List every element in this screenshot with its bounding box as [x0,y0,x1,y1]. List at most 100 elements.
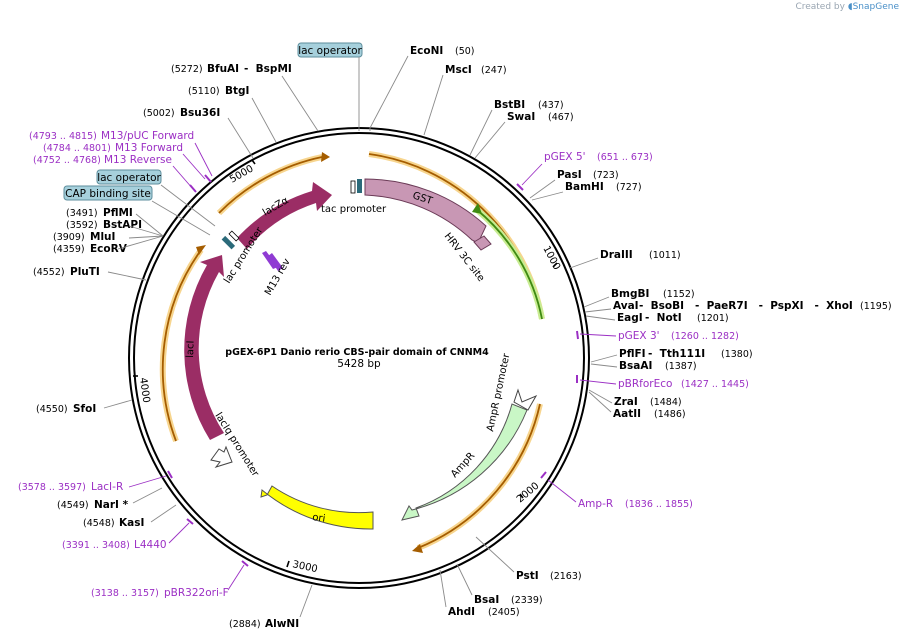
enzyme-ahdi[interactable]: AhdI (2405) [439,569,520,618]
enzyme-avai-name: AvaI [613,300,639,312]
primer-laci-r[interactable]: (3578 .. 3597) LacI-R [18,470,173,493]
primer-amp-r-name: Amp-R [578,498,613,510]
orf-arc-ampr-core [417,403,541,549]
orf-arrowheads [196,152,482,553]
enzyme-aatii[interactable]: AatII (1486) [588,391,686,420]
primer-amp-r[interactable]: Amp-R (1836 .. 1855) [540,471,693,510]
tac-promoter-mark [357,179,362,193]
enzyme-zrai-name: ZraI [614,396,638,408]
primer-m13-puc-forward-name: M13/pUC Forward [101,130,194,142]
primer-pgex-5-mark [516,183,524,191]
enzyme-psti[interactable]: PstI (2163) [475,536,582,582]
primer-pbr322ori-f[interactable]: (3138 .. 3157) pBR322ori-F [91,560,249,599]
enzyme-swai[interactable]: SwaI (467) [474,111,574,159]
primer-amp-r-mark [540,471,547,479]
enzyme-mlui[interactable]: (4550) SfoI [36,399,133,415]
primer-pbrforeco[interactable]: pBRforEco (1427 .. 1445) [576,375,749,390]
enzyme-ecorv[interactable]: (4552) PluTI [33,266,147,281]
enzyme-pasi-name: PasI [557,169,582,181]
feature-laci[interactable]: lacI [184,255,224,440]
primer-m13-forward-pos: (4784 .. 4801) [43,143,111,154]
tick-3000-label: 3000 [291,559,318,575]
enzyme-swai-name: SwaI [507,111,535,123]
enzyme-bsu36i[interactable]: (5002) Bsu36I [143,107,254,159]
enzyme-pflfi-pos: (1380) [721,349,753,360]
enzyme-pasi[interactable]: PasI (723) [529,169,619,199]
primer-m13-reverse[interactable]: (4752 .. 4768) M13 Reverse [33,154,197,193]
enzyme-bfuai-name: BfuAI [207,63,239,75]
enzyme-draiii[interactable]: DraIII (1011) [569,249,681,269]
plasmid-name: pGEX-6P1 Danio rerio CBS-pair domain of … [225,347,489,358]
primer-pgex-5[interactable]: pGEX 5' (651 .. 673) [516,151,653,191]
enzyme-pluti-pos: (3491) [66,208,98,219]
feature-ori-shape [260,485,374,530]
enzyme-avai-group[interactable]: AvaI - BsoBI - PaeR7I - PspXI - XhoI (11… [584,300,892,313]
enzyme-pluti[interactable]: (3491) PflMI [66,207,164,237]
enzyme-pflfi-tth[interactable]: PflFI - Tth111I (1380) [590,348,753,363]
tick-2000 [519,493,524,499]
primer-m13-forward-name: M13 Forward [115,142,183,154]
orf-arrowhead-green [472,203,482,214]
primer-pbr322ori-f-mark [241,560,249,567]
primer-l4440[interactable]: (3391 .. 3408) L4440 [62,518,194,551]
enzyme-bstbi-pos: (437) [538,100,564,111]
enzyme-eagi-noti[interactable]: EagI - NotI (1201) [585,312,729,324]
enzyme-ahdi-name: AhdI [448,606,475,618]
enzyme-bstapi[interactable]: (4549) NarI * [57,487,163,511]
enzyme-ahdi-pos: (2405) [488,607,520,618]
feature-ampr-shape [401,403,528,521]
tick-3000 [286,560,290,568]
feature-laczalpha-shape [237,182,332,249]
feature-ampr[interactable]: AmpR [401,403,528,521]
enzyme-bamhi[interactable]: BamHI (727) [531,181,642,201]
enzyme-zrai-pos: (1484) [650,397,682,408]
primer-l4440-name: L4440 [134,539,167,551]
enzyme-bsai[interactable]: BsaI (2339) [456,563,543,606]
credit-prefix: Created by [795,2,845,12]
primer-pgex-3-name: pGEX 3' [618,330,660,342]
enzyme-msci[interactable]: MscI (247) [423,64,507,136]
enzyme-mlui-pos: (4550) [36,404,68,415]
enzyme-btgi[interactable]: (5110) BtgI [188,85,277,143]
primer-pbr322ori-f-pos: (3138 .. 3157) [91,588,159,599]
enzyme-sfoi[interactable]: (3592) BstAPI [66,219,164,237]
enzyme-ecorv-name: PluTI [70,266,100,278]
enzyme-aatii-pos: (1486) [654,409,686,420]
snapgene-credit: Created by ◖SnapGene [795,2,899,12]
enzyme-mlui-name: SfoI [73,403,96,415]
enzyme-pasi-pos: (723) [593,170,619,181]
enzyme-eagi-extra: - NotI [645,312,682,324]
enzyme-bsaai[interactable]: BsaAI (1387) [590,360,697,372]
primer-m13-forward[interactable]: (4784 .. 4801) M13 Forward [43,142,206,180]
primer-pbrforeco-name: pBRforEco [618,378,672,390]
enzyme-bsaai-name: BsaAI [619,360,652,372]
enzyme-bsu36i-pos: (5002) [143,108,175,119]
enzyme-nari[interactable]: (3909) MluI [53,231,164,243]
enzyme-bmgbi[interactable]: BmgBI (1152) [583,288,695,308]
feature-laci-label: lacI [185,340,197,358]
enzyme-pflfi-extra: - Tth111I [648,348,705,360]
enzyme-bstbi[interactable]: BstBI (437) [469,99,564,156]
primer-pgex-3[interactable]: pGEX 3' (1260 .. 1282) [576,330,739,342]
enzyme-pflmi-name: KasI [119,517,144,529]
enzyme-kasi-pos: (4359) [53,244,85,255]
lac-operator-top: lac operator [297,42,363,131]
enzyme-bfuai-bspmi[interactable]: (5272) BfuAI - BspMI [171,63,319,132]
enzyme-bsai-name: BsaI [474,594,499,606]
enzyme-pflmi[interactable]: (4548) KasI [83,504,177,529]
enzyme-nari-pos: (3909) [53,232,85,243]
primer-m13-puc-forward[interactable]: (4793 .. 4815) M13/pUC Forward [29,130,213,183]
feature-ori[interactable]: ori [260,485,374,530]
primer-pgex-3-pos: (1260 .. 1282) [671,331,739,342]
enzyme-zrai[interactable]: ZraI (1484) [588,389,682,408]
primer-pbr322ori-f-name: pBR322ori-F [164,587,229,599]
enzyme-kasi[interactable]: (4359) EcoRV [53,235,164,255]
primer-m13-puc-forward-pos: (4793 .. 4815) [29,131,97,142]
enzyme-alwni[interactable]: (2884) AlwNI [229,584,313,630]
enzyme-avai-extra: - BsoBI - PaeR7I - PspXI - XhoI [639,300,853,312]
feature-tac-promoter: tac promoter [321,179,387,215]
lac-promoter-mark2 [228,230,240,242]
tick-4000-label: 4000 [137,377,151,404]
enzyme-econi[interactable]: EcoNI (50) [369,45,475,131]
orf-arcs [159,151,545,551]
